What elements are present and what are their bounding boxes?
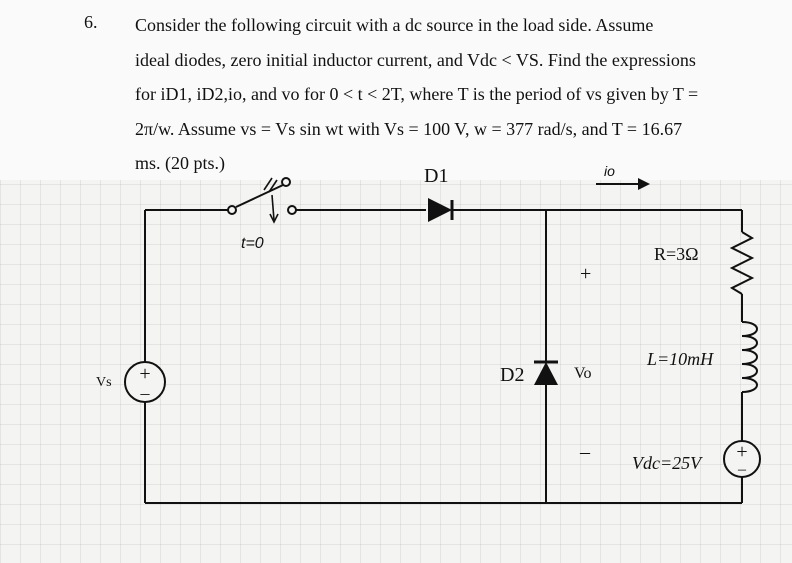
ac-source-circle xyxy=(124,361,166,403)
switch-pivot-contact xyxy=(281,177,291,187)
problem-line-3: for iD1, iD2,io, and vo for 0 < t < 2T, … xyxy=(135,84,699,104)
problem-number: 6. xyxy=(84,12,98,32)
ac-source-minus: – xyxy=(140,383,151,403)
problem-line-2: ideal diodes, zero initial inductor curr… xyxy=(135,49,696,70)
problem-line-5: ms. (20 pts.) xyxy=(135,153,225,173)
dc-source-circle xyxy=(723,440,761,478)
ac-source-plus: + xyxy=(139,363,150,385)
problem-line-1: Consider the following circuit with a dc… xyxy=(135,15,654,35)
switch-time-label: t=0 xyxy=(241,235,264,252)
dc-source-label: Vdc=25V xyxy=(632,453,703,473)
switch-left-contact xyxy=(227,205,237,215)
problem-line-4: 2π/w. Assume vs = Vs sin wt with Vs = 10… xyxy=(135,118,683,139)
switch-actuator-arrow xyxy=(271,194,275,221)
text-area-background xyxy=(0,0,792,180)
diode1-label: D1 xyxy=(424,165,448,187)
resistor-symbol xyxy=(729,231,755,295)
vo-plus-sign: + xyxy=(580,263,591,285)
switch-blade xyxy=(235,184,284,208)
switch-right-contact xyxy=(287,205,297,215)
switch-tick-1 xyxy=(263,177,273,191)
current-label: io xyxy=(604,163,615,179)
inductor-label: L=10mH xyxy=(646,349,714,369)
switch-tick-2 xyxy=(268,179,278,193)
dc-source-minus: – xyxy=(737,461,747,478)
resistor-label: R=3Ω xyxy=(654,244,699,264)
dc-source-plus: + xyxy=(736,441,747,463)
diode2-triangle xyxy=(534,362,558,385)
diode2-label: D2 xyxy=(500,364,524,386)
diode1-triangle xyxy=(428,198,452,222)
vo-label: Vo xyxy=(574,365,592,382)
current-arrow-head xyxy=(638,178,650,190)
switch-arrow-head xyxy=(269,213,279,224)
ac-source-label: Vs xyxy=(96,375,112,390)
vo-minus-sign: – xyxy=(579,441,591,463)
problem-statement: Consider the following circuit with a dc… xyxy=(135,8,750,181)
inductor-symbol xyxy=(741,321,758,393)
